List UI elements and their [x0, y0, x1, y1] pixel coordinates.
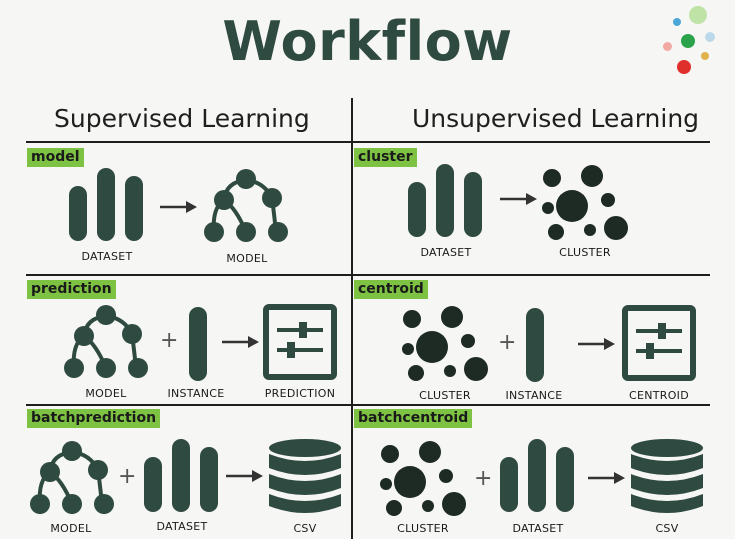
column-header-supervised: Supervised Learning	[54, 104, 310, 133]
prediction-sliders-icon	[263, 304, 337, 380]
tag-cluster: cluster	[354, 148, 417, 167]
page-title: Workflow	[222, 10, 513, 73]
model-tree-icon	[204, 169, 288, 242]
label-instance: INSTANCE	[505, 389, 563, 402]
label-cluster: CLUSTER	[419, 389, 471, 402]
label-csv: CSV	[293, 522, 317, 535]
tag-centroid: centroid	[354, 280, 428, 299]
plus-icon: +	[474, 466, 493, 491]
label-dataset: DATASET	[512, 522, 564, 535]
plus-icon: +	[118, 464, 137, 489]
arrow-right-icon	[588, 472, 625, 484]
dataset-icon	[408, 164, 482, 237]
arrow-right-icon	[222, 336, 259, 348]
dataset-icon	[144, 439, 218, 512]
label-model: MODEL	[226, 252, 268, 265]
label-instance: INSTANCE	[167, 387, 225, 400]
arrow-right-icon	[160, 201, 197, 213]
plus-icon: +	[160, 328, 179, 353]
tag-batchcentroid: batchcentroid	[354, 409, 473, 428]
label-dataset: DATASET	[156, 520, 208, 533]
csv-database-icon	[269, 439, 341, 513]
column-header-unsupervised: Unsupervised Learning	[412, 104, 700, 133]
label-csv: CSV	[655, 522, 679, 535]
label-dataset: DATASET	[420, 246, 472, 259]
arrow-right-icon	[500, 193, 537, 205]
centroid-sliders-icon	[622, 305, 696, 381]
arrow-right-icon	[226, 470, 263, 482]
label-prediction: PREDICTION	[264, 387, 336, 400]
model-tree-icon	[64, 305, 148, 378]
row-divider-bottom	[26, 404, 710, 406]
csv-database-icon	[631, 439, 703, 513]
column-divider	[351, 98, 353, 539]
plus-icon: +	[498, 330, 517, 355]
cluster-icon	[542, 165, 628, 240]
arrow-right-icon	[578, 338, 615, 350]
instance-icon	[189, 307, 207, 381]
label-dataset: DATASET	[81, 250, 133, 263]
instance-icon	[526, 308, 544, 382]
dataset-icon	[500, 439, 574, 512]
model-tree-icon	[30, 441, 114, 514]
row-divider-top	[26, 141, 710, 143]
label-model: MODEL	[85, 387, 127, 400]
label-model: MODEL	[50, 522, 92, 535]
tag-prediction: prediction	[27, 280, 116, 299]
label-cluster: CLUSTER	[397, 522, 449, 535]
dataset-icon	[69, 168, 143, 241]
label-centroid: CENTROID	[629, 389, 689, 402]
tag-model: model	[27, 148, 84, 167]
cluster-icon	[402, 306, 488, 381]
cluster-icon	[380, 441, 466, 516]
row-divider-middle	[26, 274, 710, 276]
label-cluster: CLUSTER	[559, 246, 611, 259]
tag-batchprediction: batchprediction	[27, 409, 161, 428]
